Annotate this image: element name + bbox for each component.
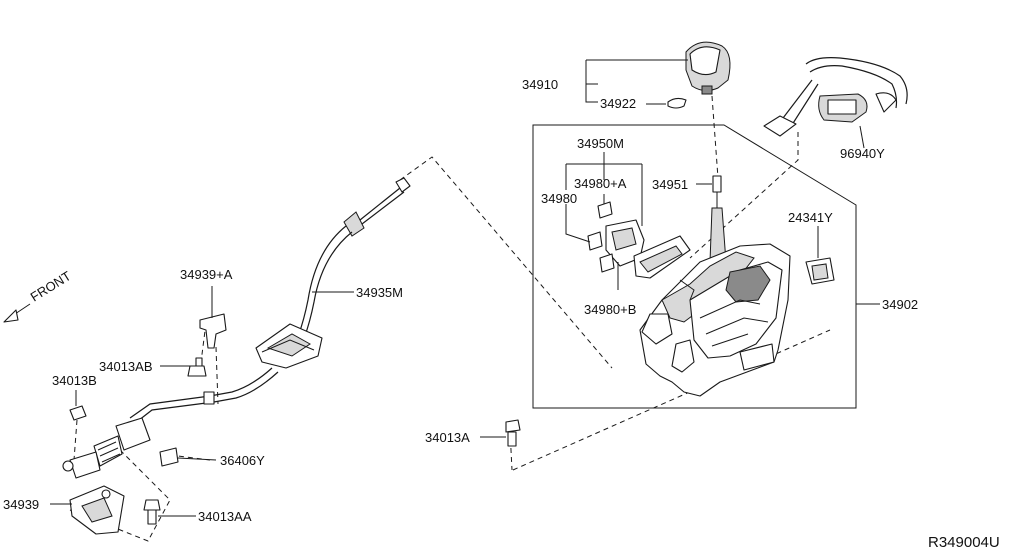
label-34013AA: 34013AA: [198, 509, 252, 524]
label-34935M: 34935M: [356, 285, 403, 300]
label-34922: 34922: [600, 96, 636, 111]
shift-lever-rod: [709, 175, 727, 263]
bracket-lower: [69, 485, 125, 535]
bolt-34013AA: [143, 499, 161, 525]
label-34951: 34951: [652, 177, 688, 192]
assembly-dash-lines: [69, 95, 831, 542]
label-96940Y: 96940Y: [840, 146, 885, 161]
cable-grommet-plate: [255, 323, 323, 369]
front-direction-arrow: [3, 303, 31, 323]
wire-harness: [763, 57, 908, 137]
label-34013AB: 34013AB: [99, 359, 153, 374]
selector-housing: [639, 243, 791, 397]
diagram-reference-code: R349004U: [928, 534, 1000, 551]
shift-knob: [685, 41, 731, 95]
label-34939A: 34939+A: [180, 267, 233, 282]
label-34980A: 34980+A: [574, 176, 627, 191]
label-24341Y: 24341Y: [788, 210, 833, 225]
label-34980B: 34980+B: [584, 302, 636, 317]
leader-lines: [50, 59, 880, 517]
clip-36406Y: [159, 447, 179, 467]
control-cable: [62, 177, 411, 479]
shift-lock-parts: [587, 201, 691, 279]
part-labels: 34910 34922 96940Y 34950M 34980+A 34980 …: [3, 77, 1000, 551]
label-34950M: 34950M: [577, 136, 624, 151]
label-34980: 34980: [541, 191, 577, 206]
label-34939: 34939: [3, 497, 39, 512]
label-34013B: 34013B: [52, 373, 97, 388]
label-36406Y: 36406Y: [220, 453, 265, 468]
bolt-34013A: [505, 419, 521, 447]
bolt-34013AB: [187, 357, 207, 377]
label-34902: 34902: [882, 297, 918, 312]
lock-pin: [667, 97, 687, 109]
bracket-upper: [199, 313, 227, 349]
label-front: FRONT: [28, 268, 74, 304]
label-34910: 34910: [522, 77, 558, 92]
nut-34013B: [69, 405, 87, 421]
label-34013A: 34013A: [425, 430, 470, 445]
selector-assembly-frame: [532, 124, 857, 409]
connector: [805, 257, 835, 285]
